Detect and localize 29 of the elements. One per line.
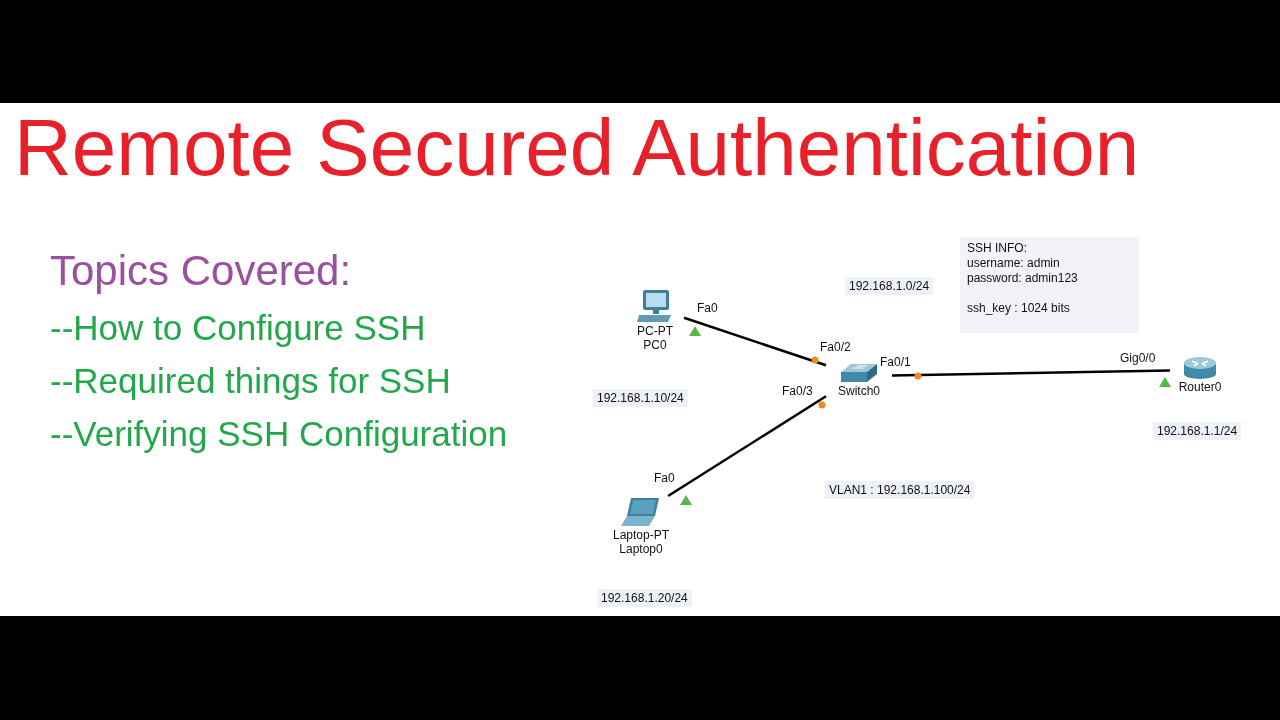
device-label: Switch0 [838,384,880,398]
port-label: Fa0/1 [880,356,911,368]
port-label: Fa0 [654,472,675,484]
topic-item: --Verifying SSH Configuration [50,416,508,451]
network-cable [683,316,827,367]
port-label: Gig0/0 [1120,352,1156,364]
port-label: Fa0/3 [782,385,813,397]
device-label: Router0 [1178,380,1222,394]
device-label: Laptop0 [619,542,663,556]
ip-address-label: VLAN1 : 192.168.1.100/24 [825,481,975,499]
ssh-info-line: ssh_key : 1024 bits [967,301,1070,316]
ip-address-label: 192.168.1.0/24 [845,277,934,295]
title: Remote Secured Authentication [14,108,1140,188]
network-cable [891,369,1171,377]
port-label: Fa0/2 [820,341,851,353]
device-label: Laptop-PT [612,528,669,542]
ip-address-label: 192.168.1.20/24 [597,589,692,607]
ssh-info-line: SSH INFO: [967,241,1027,256]
ip-address-label: 192.168.1.1/24 [1153,422,1242,440]
port-label: Fa0 [697,302,718,314]
ip-address-label: 192.168.1.10/24 [593,389,688,407]
network-cable [667,395,827,498]
device-label: PC0 [643,338,667,352]
device-label: PC-PT [637,324,673,338]
topic-item: --How to Configure SSH [50,310,426,345]
topic-item: --Required things for SSH [50,363,451,398]
ssh-info-line: username: admin [967,256,1060,271]
ssh-info-line: password: admin123 [967,271,1078,286]
topics-heading: Topics Covered: [50,250,352,292]
